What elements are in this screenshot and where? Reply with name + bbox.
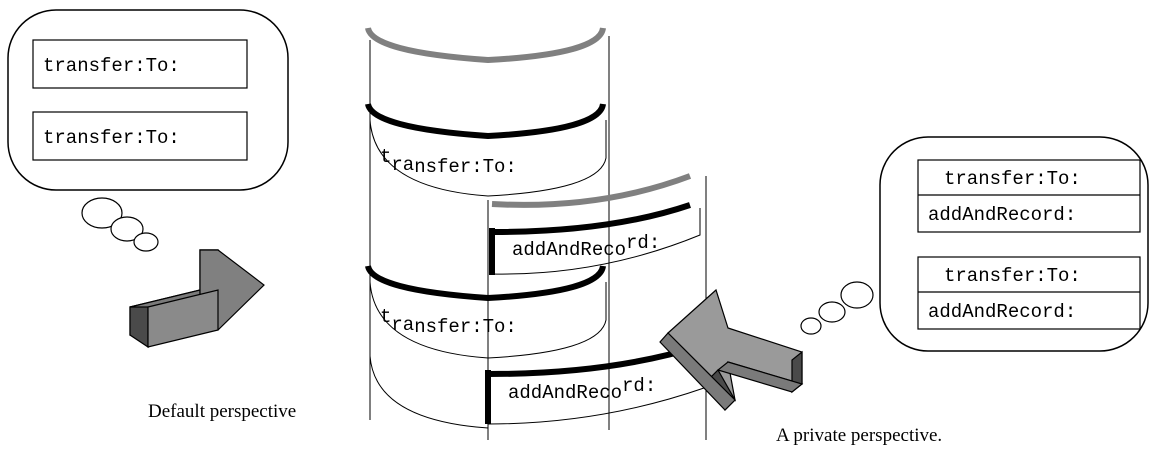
private-thought-circle-small [800,317,822,335]
right-arrow-icon [659,288,804,412]
lower-transfer-cylinder [369,281,607,359]
default-caption: Default perspective [148,401,296,422]
lower-add-label: addAndRecord: [508,375,656,404]
left-arrow-icon [129,249,265,349]
private-thought-circle-large [840,281,874,309]
upper-add-label: addAndRecord: [512,232,660,261]
thought-circle-medium [110,216,144,242]
top-gray-rim [365,26,606,64]
private-entry-1a: transfer:To: [944,168,1081,190]
lower-transfer-label: transfer:To: [380,306,517,338]
lower-transfer-rim [365,264,606,302]
upper-add-cylinder [491,208,701,275]
default-thought-bubble: transfer:To: transfer:To: [7,9,289,252]
private-thought-bubble: transfer:To: addAndRecord: transfer:To: … [800,136,1149,352]
private-group-box-2 [917,256,1141,330]
private-entry-2b: addAndRecord: [928,301,1076,323]
default-entry-2: transfer:To: [43,127,180,149]
upper-transfer-rim [365,102,606,140]
private-caption: A private perspective. [776,425,942,446]
private-thought-circle-medium [818,301,846,323]
object-stack: transfer:To: addAndRecord: transfer:To: … [365,26,707,440]
default-entry-box-2 [32,111,248,161]
outer-stack-base [369,355,489,440]
private-entry-1b: addAndRecord: [928,204,1076,226]
private-entry-2a: transfer:To: [944,265,1081,287]
thought-circle-large [81,197,123,229]
thought-circle-small [133,232,159,252]
upper-add-rim [494,202,691,235]
default-entry-1: transfer:To: [43,55,180,77]
lower-add-cylinder [487,387,705,425]
upper-transfer-label: transfer:To: [380,146,517,178]
inner-gray-rim [491,173,692,208]
private-group-box-1 [917,159,1141,233]
default-entry-box-1 [32,39,248,89]
default-bubble-outline [7,9,289,191]
upper-transfer-cylinder [369,119,607,197]
